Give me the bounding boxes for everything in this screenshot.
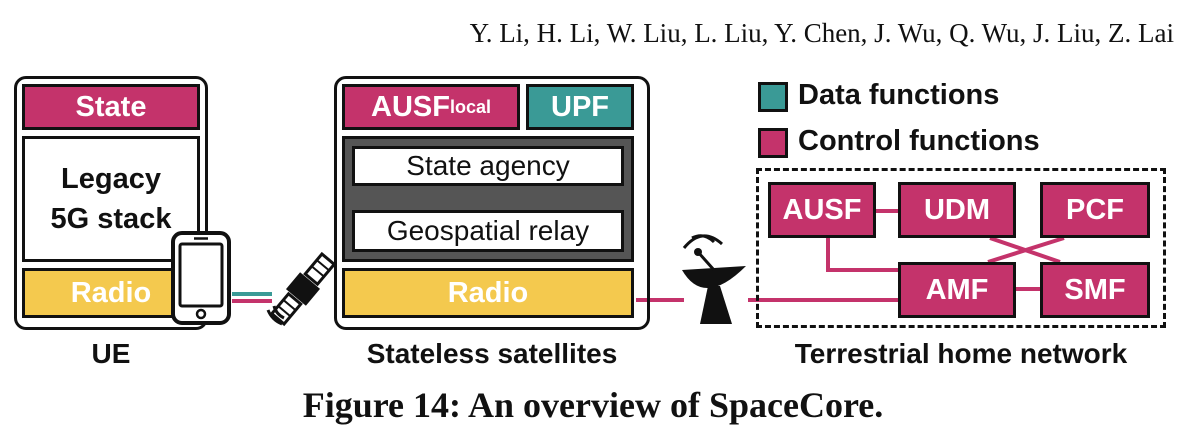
pcf-block: PCF [1040,182,1150,238]
upf-block: UPF [526,84,634,130]
legend-data-label: Data functions [798,79,1000,111]
ue-frame [14,76,208,330]
smartphone-icon [170,230,232,326]
satellite-label: Stateless satellites [366,338,618,369]
geospatial-relay-block: Geospatial relay [352,210,624,252]
ue-stack-line2: 5G stack [50,203,172,235]
figure-caption: Figure 14: An overview of SpaceCore. [302,385,884,425]
legend-data-swatch [758,82,788,112]
state-agency-block: State agency [352,146,624,186]
ue-legacy-stack-block: Legacy 5G stack [22,136,200,262]
satellite-frame [334,76,650,330]
amf-block: AMF [898,262,1016,318]
ausf-block: AUSF [768,182,876,238]
satellite-radio-block: Radio [342,268,634,318]
legend-control-label: Control functions [798,125,1040,157]
authors-line: Y. Li, H. Li, W. Liu, L. Liu, Y. Chen, J… [469,18,1174,48]
ue-radio-block: Radio [22,268,200,318]
ue-state-block: State [22,84,200,130]
legend-control-swatch [758,128,788,158]
ausf-local-main: AUSF [371,90,450,123]
ue-label: UE [91,338,131,369]
ausf-local-sub: local [449,96,491,117]
satellite-icon [262,248,344,330]
network-label: Terrestrial home network [794,338,1128,369]
ground-station-dish-icon [674,230,754,326]
smf-block: SMF [1040,262,1150,318]
ue-stack-line1: Legacy [61,163,161,195]
terrestrial-network-boundary [756,168,1166,328]
udm-block: UDM [898,182,1016,238]
